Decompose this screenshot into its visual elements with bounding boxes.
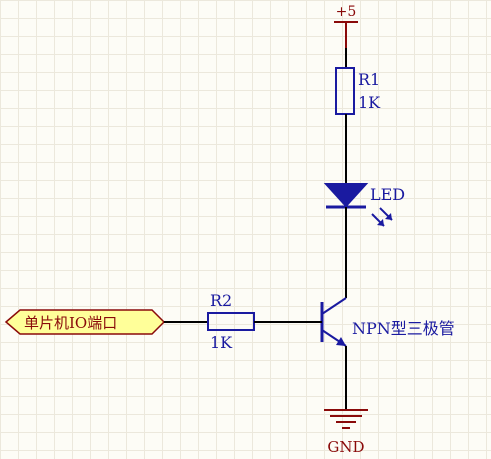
power-label: +5 (336, 4, 357, 20)
npn-transistor: NPN型三极管 (320, 297, 455, 347)
ground-symbol: GND (324, 409, 368, 456)
led-label: LED (370, 185, 405, 204)
r1-value: 1K (358, 93, 381, 112)
power-symbol: +5 (334, 4, 358, 48)
port-label: 单片机IO端口 (24, 314, 117, 332)
led-symbol: LED (323, 183, 405, 227)
r2-value: 1K (210, 333, 233, 352)
resistor-r2: R2 1K (207, 291, 255, 352)
io-port: 单片机IO端口 (4, 309, 166, 335)
ground-label: GND (327, 438, 364, 456)
resistor-r1: R1 1K (335, 67, 381, 115)
r1-designator: R1 (358, 70, 380, 89)
transistor-label: NPN型三极管 (352, 319, 455, 338)
r2-designator: R2 (210, 291, 232, 310)
